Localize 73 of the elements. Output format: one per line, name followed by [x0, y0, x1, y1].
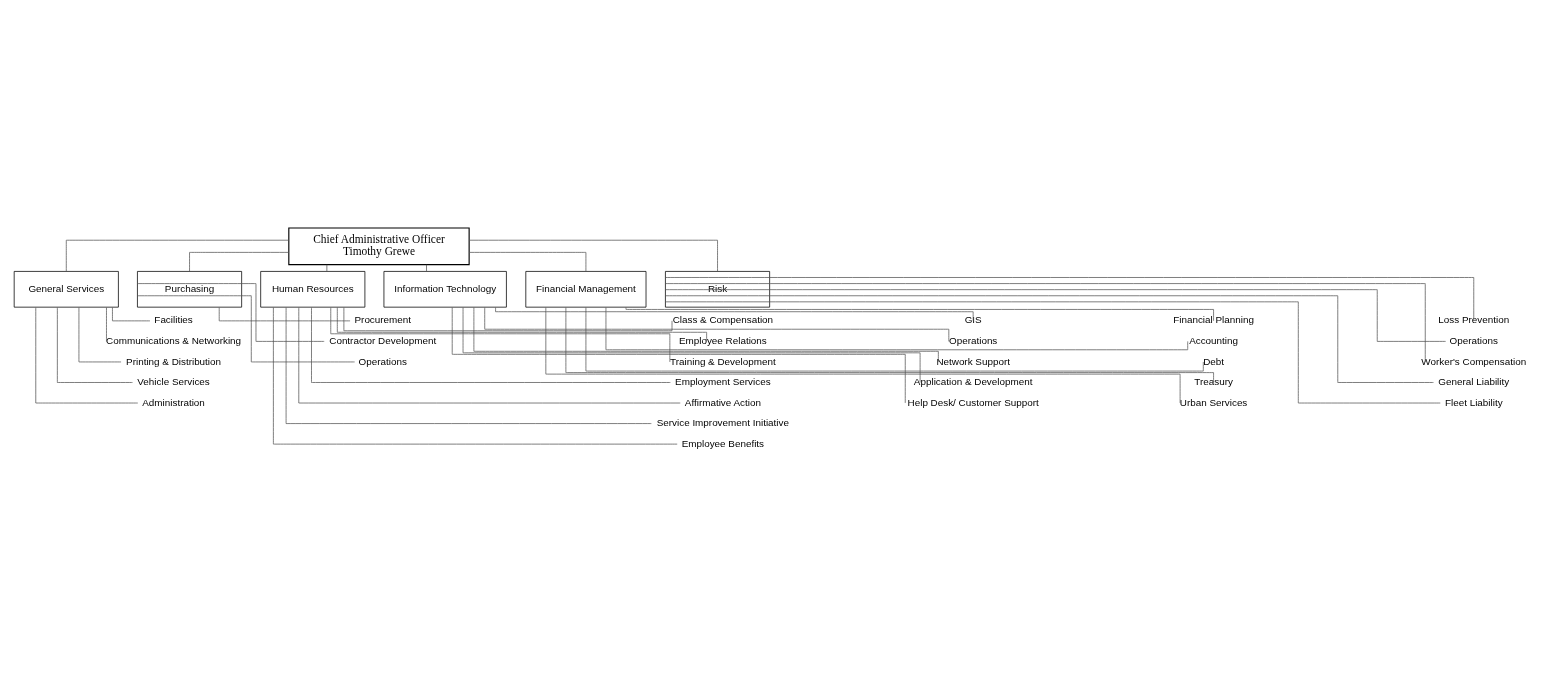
node-text: Training & Development	[670, 355, 776, 367]
node-text: Class & Compensation	[672, 313, 774, 325]
node-text: Vehicle Services	[137, 375, 210, 387]
connector	[468, 239, 718, 272]
connector	[664, 288, 1446, 342]
node-text: Fleet Liability	[1444, 396, 1503, 408]
connector	[311, 306, 671, 383]
connector	[625, 306, 1214, 321]
connector	[462, 306, 921, 383]
connector	[112, 306, 151, 321]
node-text: Network Support	[936, 355, 1010, 367]
connector	[468, 251, 587, 272]
connector	[298, 306, 681, 403]
connector	[565, 306, 1214, 383]
connector	[189, 251, 290, 272]
connector	[495, 306, 974, 321]
connector	[664, 276, 1475, 321]
node-text: Urban Services	[1179, 396, 1248, 408]
node-text: Employee Relations	[678, 334, 767, 346]
node-text: Administration	[142, 396, 205, 408]
connector	[65, 239, 290, 272]
node-text: Printing & Distribution	[126, 355, 222, 367]
connector	[106, 306, 107, 342]
node-text: Affirmative Action	[684, 396, 761, 408]
node-text: Employment Services	[675, 375, 771, 387]
connector	[285, 306, 652, 424]
node-box: Purchasing	[137, 270, 243, 308]
connector	[664, 294, 1434, 383]
connector	[326, 263, 328, 272]
node-text: Worker's Compensation	[1421, 355, 1527, 367]
connector	[451, 306, 906, 403]
connector	[605, 306, 1189, 350]
node-box: Financial Management	[525, 270, 647, 308]
node-text: Application & Development	[913, 375, 1033, 387]
node-text: Communications & Networking	[106, 334, 242, 346]
connector	[585, 306, 1204, 371]
node-text: Employee Benefits	[681, 437, 765, 449]
connector	[545, 306, 1181, 403]
node-text: GIS	[964, 313, 982, 325]
connector	[473, 306, 939, 362]
node-text: Help Desk/ Customer Support	[907, 396, 1039, 408]
connector	[664, 282, 1426, 362]
connector	[426, 263, 427, 272]
node-text: Operations	[1449, 334, 1498, 346]
node-box: Information Technology	[383, 270, 507, 308]
node-text: Accounting	[1189, 334, 1238, 346]
node-text: Loss Prevention	[1438, 313, 1510, 325]
node-box: Chief Administrative Officer Timothy Grewe	[288, 226, 470, 265]
connector	[136, 294, 355, 362]
node-text: Contractor Development	[329, 334, 437, 346]
connector	[336, 306, 707, 342]
node-box: Human Resources	[260, 270, 366, 308]
node-box: Risk	[665, 270, 771, 308]
connector	[35, 306, 139, 403]
connector	[136, 282, 325, 342]
connector	[343, 306, 673, 331]
connector	[218, 306, 351, 321]
node-text: Facilities	[154, 313, 193, 325]
connector	[273, 306, 678, 444]
node-text: Debt	[1203, 355, 1224, 367]
connector	[664, 300, 1441, 403]
node-text: General Liability	[1438, 375, 1510, 387]
node-text: Operations	[358, 355, 407, 367]
connector	[484, 306, 950, 342]
node-text: Procurement	[354, 313, 412, 325]
node-text: Financial Planning	[1173, 313, 1254, 325]
node-box: General Services	[13, 270, 119, 308]
node-text: Operations	[949, 334, 998, 346]
connector	[78, 306, 122, 362]
node-text: Treasury	[1194, 375, 1233, 387]
node-text: Service Improvement Initiative	[656, 416, 789, 428]
connector	[330, 306, 671, 362]
connector	[56, 306, 133, 383]
